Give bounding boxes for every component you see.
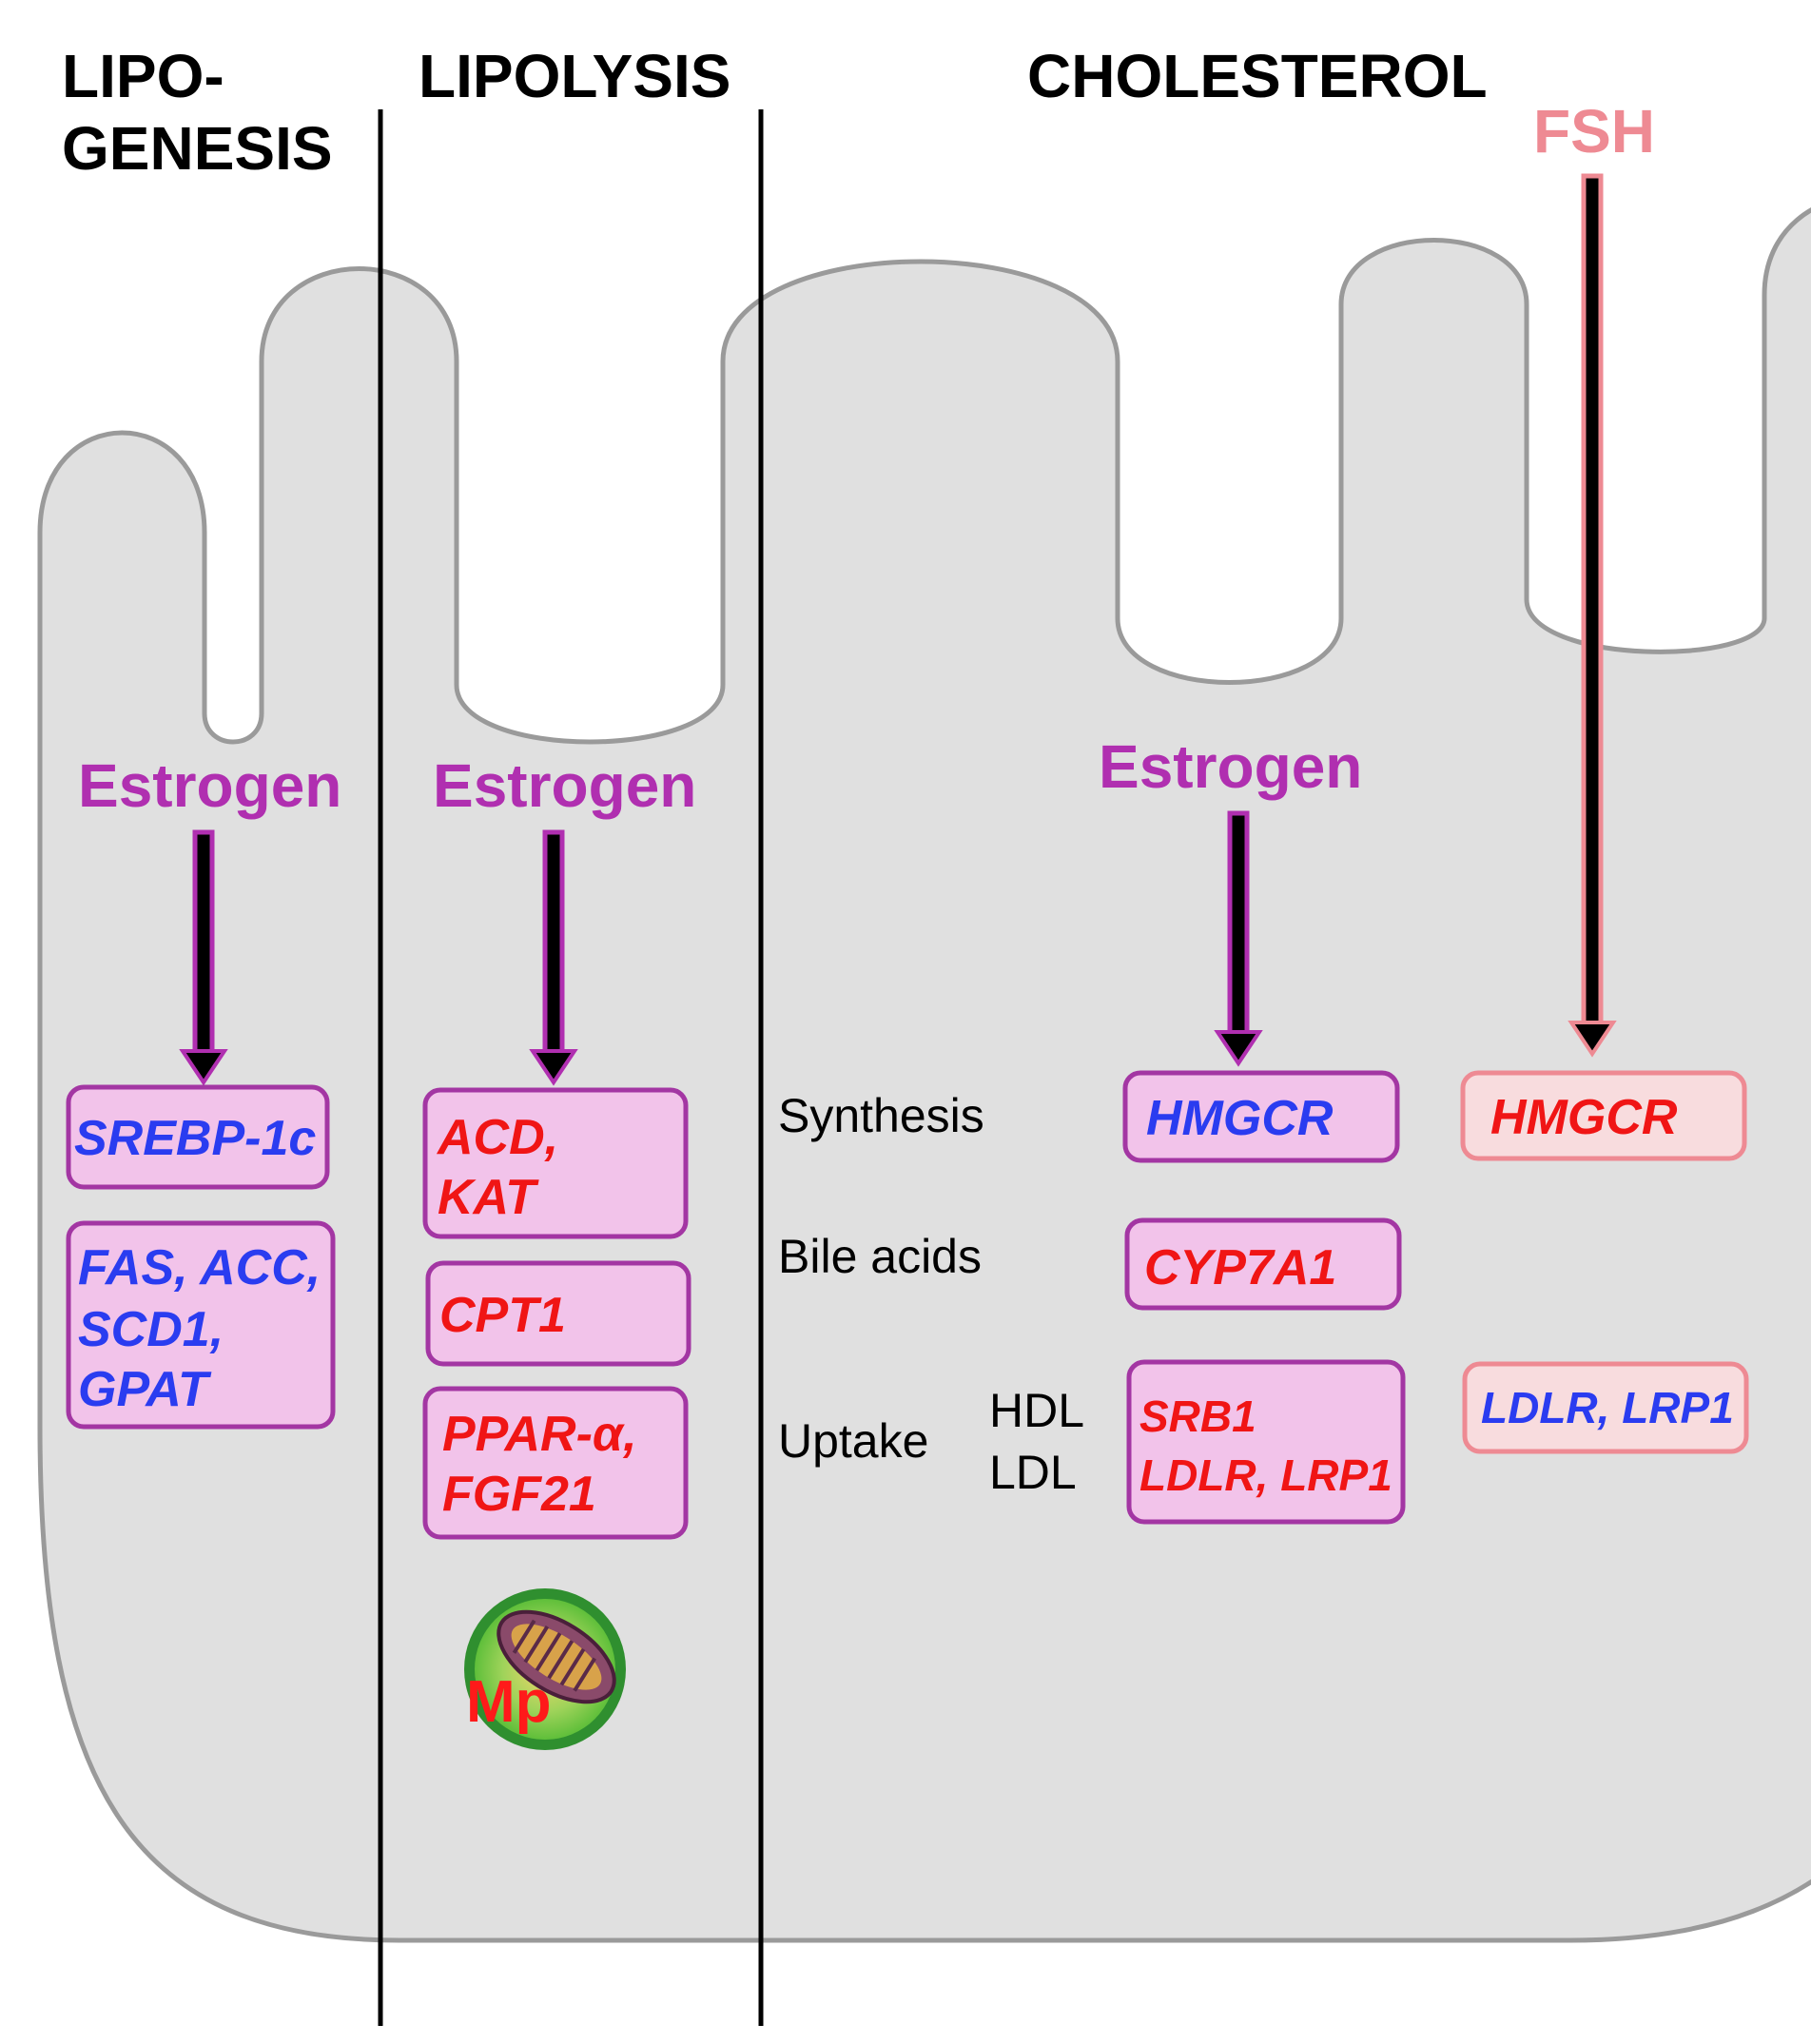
gene-box-srebp1c	[66, 1084, 330, 1190]
fsh-arrow-shaft	[1581, 173, 1604, 1035]
gene-box-fas-acc-scd1-gpat	[66, 1220, 336, 1430]
gene-acd: ACD,	[436, 1110, 558, 1165]
fsh-arrow-head	[1568, 1021, 1617, 1058]
gene-ldlr-lrp1-estrogen: LDLR, LRP1	[1139, 1450, 1392, 1500]
gene-fas-acc: FAS, ACC,	[78, 1240, 321, 1295]
fsh-label: FSH	[1533, 97, 1655, 165]
section-title-lipogenesis-line1: LIPO-	[62, 42, 224, 110]
estrogen-label-cholesterol: Estrogen	[1099, 732, 1362, 801]
row-label-hdl: HDL	[989, 1384, 1084, 1437]
row-label-bile-acids: Bile acids	[778, 1230, 982, 1283]
estrogen-arrow-shaft-lipogenesis	[192, 829, 215, 1063]
estrogen-arrow-head-cholesterol	[1214, 1030, 1263, 1067]
gene-kat: KAT	[438, 1170, 539, 1225]
gene-ppar-alpha: PPAR-α,	[442, 1407, 637, 1462]
gene-box-ppar-fgf21	[422, 1386, 689, 1540]
gene-hmgcr-fsh: HMGCR	[1490, 1090, 1678, 1145]
gene-box-cpt1	[425, 1260, 691, 1367]
gene-cyp7a1: CYP7A1	[1144, 1240, 1336, 1295]
gene-box-ldlr-lrp1-fsh	[1462, 1361, 1749, 1454]
gene-hmgcr-estrogen: HMGCR	[1146, 1091, 1334, 1146]
gene-box-hmgcr-estrogen	[1122, 1070, 1400, 1163]
section-title-lipolysis: LIPOLYSIS	[419, 42, 730, 110]
row-label-synthesis: Synthesis	[778, 1089, 984, 1142]
estrogen-arrow-shaft-lipolysis	[542, 829, 565, 1063]
mitochondrion-label: Mp	[466, 1669, 552, 1735]
estrogen-label-lipolysis: Estrogen	[433, 751, 696, 820]
gene-box-cyp7a1	[1124, 1217, 1402, 1311]
gene-box-acd-kat	[422, 1087, 689, 1239]
gene-ldlr-lrp1-fsh: LDLR, LRP1	[1481, 1383, 1734, 1432]
section-title-cholesterol: CHOLESTEROL	[1027, 42, 1488, 110]
row-label-uptake: Uptake	[778, 1414, 928, 1468]
gene-cpt1: CPT1	[439, 1288, 566, 1343]
gene-scd1: SCD1,	[78, 1302, 224, 1357]
gene-box-hmgcr-fsh	[1460, 1070, 1747, 1161]
cell-membrane	[37, 207, 1811, 1943]
gene-gpat: GPAT	[78, 1362, 212, 1417]
row-label-ldl: LDL	[989, 1446, 1077, 1499]
estrogen-arrow-shaft-cholesterol	[1227, 810, 1250, 1044]
estrogen-label-lipogenesis: Estrogen	[78, 751, 341, 820]
estrogen-arrow-head-lipolysis	[529, 1049, 578, 1086]
mitochondrion-icon	[464, 1588, 626, 1750]
gene-srebp1c: SREBP-1c	[74, 1111, 316, 1166]
gene-srb1: SRB1	[1139, 1392, 1256, 1441]
estrogen-arrow-head-lipogenesis	[179, 1049, 228, 1086]
section-title-lipogenesis-line2: GENESIS	[62, 114, 333, 183]
gene-box-srb1-ldlr-lrp1	[1126, 1359, 1406, 1525]
gene-fgf21: FGF21	[442, 1467, 596, 1522]
